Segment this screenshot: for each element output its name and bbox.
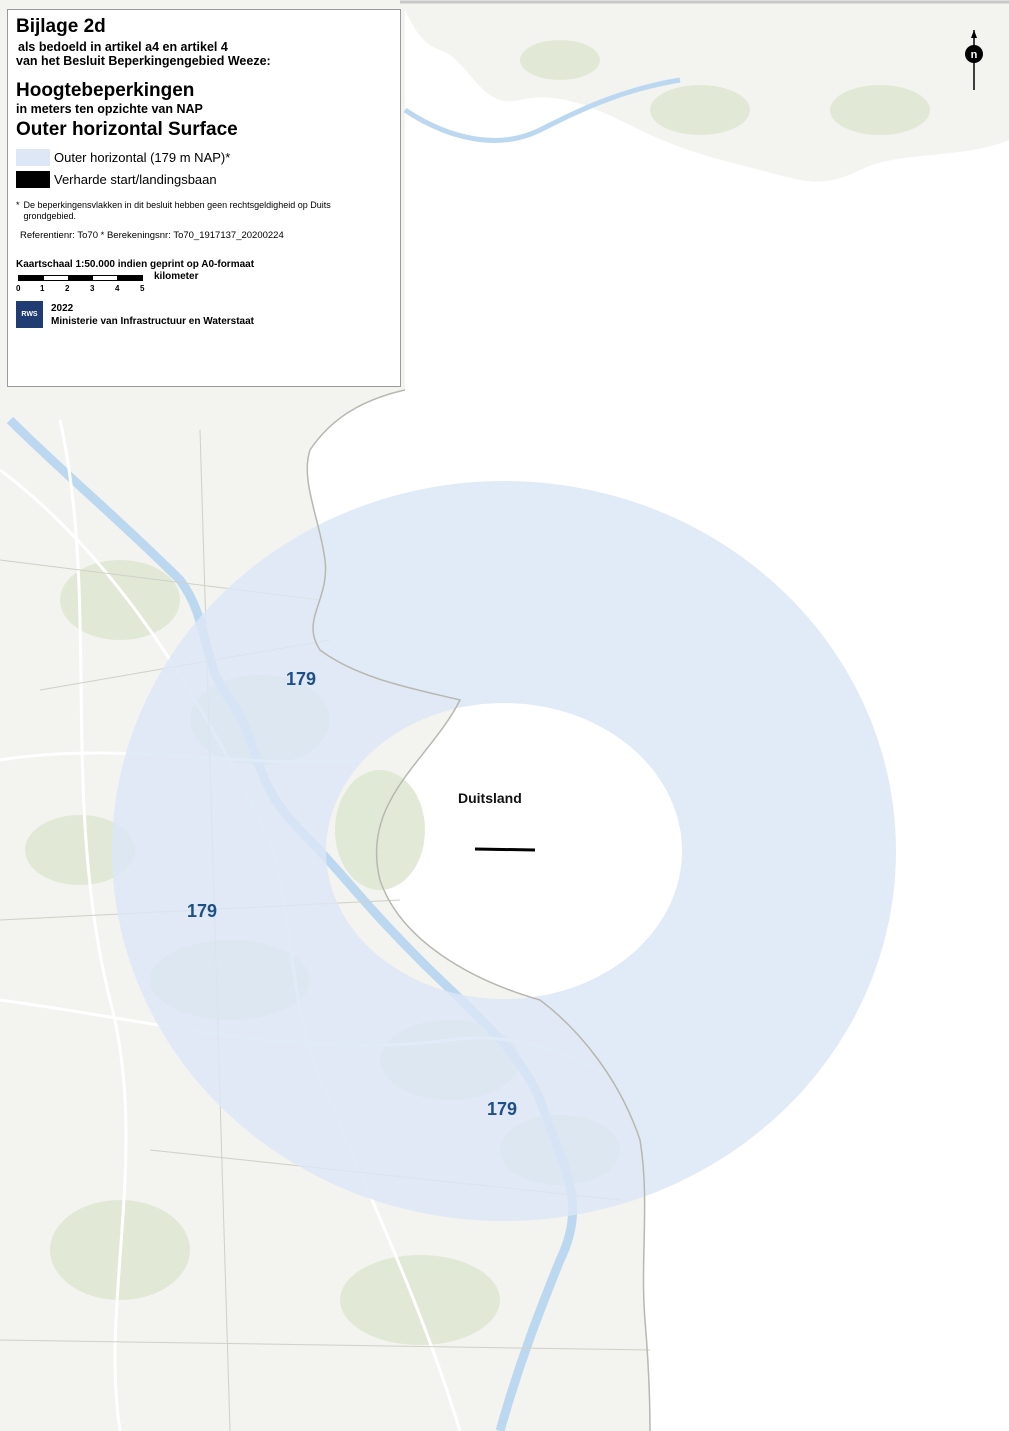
scale-tick: 5 (140, 284, 145, 293)
scale-title: Kaartschaal 1:50.000 indien geprint op A… (16, 259, 255, 270)
legend-item-outer-horizontal: Outer horizontal (179 m NAP)* (16, 148, 392, 166)
outer-horizontal-zone (111, 481, 896, 1221)
scale-tick: 1 (40, 284, 45, 293)
river (6, 416, 578, 1431)
footer-ministry: Ministerie van Infrastructuur en Waterst… (51, 315, 255, 327)
panel-footer: RWS 2022 Ministerie van Infrastructuur e… (16, 301, 392, 328)
scale-unit: kilometer (154, 271, 199, 282)
panel-subtitle-1: als bedoeld in artikel a4 en artikel 4 (18, 40, 228, 54)
north-label: n (971, 49, 978, 61)
scale-bar-segments (18, 275, 143, 281)
reference-number: Referentienr: To70 * Berekeningsnr: To70… (20, 230, 284, 241)
country-label-germany: Duitsland (458, 790, 522, 806)
panel-title: Bijlage 2d (16, 16, 106, 37)
legend-label: Verharde start/landingsbaan (54, 171, 217, 187)
scale-tick: 4 (115, 284, 120, 293)
legend-swatch-black (16, 170, 50, 188)
scale-bar: kilometer 0 1 2 3 4 5 (16, 271, 392, 297)
zone-label-179-north: 179 (286, 669, 317, 689)
national-border (306, 389, 651, 1431)
note-text: De beperkingensvlakken in dit besluit he… (23, 200, 331, 221)
panel-heading: Hoogtebeperkingen (16, 80, 195, 101)
panel-subtitle-2: van het Besluit Beperkingengebied Weeze: (16, 54, 271, 68)
legend-item-runway: Verharde start/landingsbaan (16, 170, 392, 188)
zone-label-179-south: 179 (487, 1099, 518, 1119)
scale-tick: 0 (16, 284, 21, 293)
legal-note: * De beperkingensvlakken in dit besluit … (16, 200, 392, 222)
scale-tick: 2 (65, 284, 70, 293)
legend-label: Outer horizontal (179 m NAP)* (54, 149, 231, 165)
panel-heading-sub: in meters ten opzichte van NAP (16, 102, 203, 116)
north-arrow-icon: n (965, 30, 983, 90)
zone-label-179-west: 179 (187, 901, 218, 921)
scale-tick: 3 (90, 284, 95, 293)
footer-year: 2022 (51, 302, 74, 314)
note-marker: * (16, 200, 20, 210)
river-north (403, 77, 681, 143)
legend-swatch-blue (16, 148, 50, 166)
legend-panel: Bijlage 2d als bedoeld in artikel a4 en … (7, 9, 401, 387)
panel-surface: Outer horizontal Surface (16, 119, 238, 140)
ministry-logo-icon: RWS (16, 301, 43, 328)
